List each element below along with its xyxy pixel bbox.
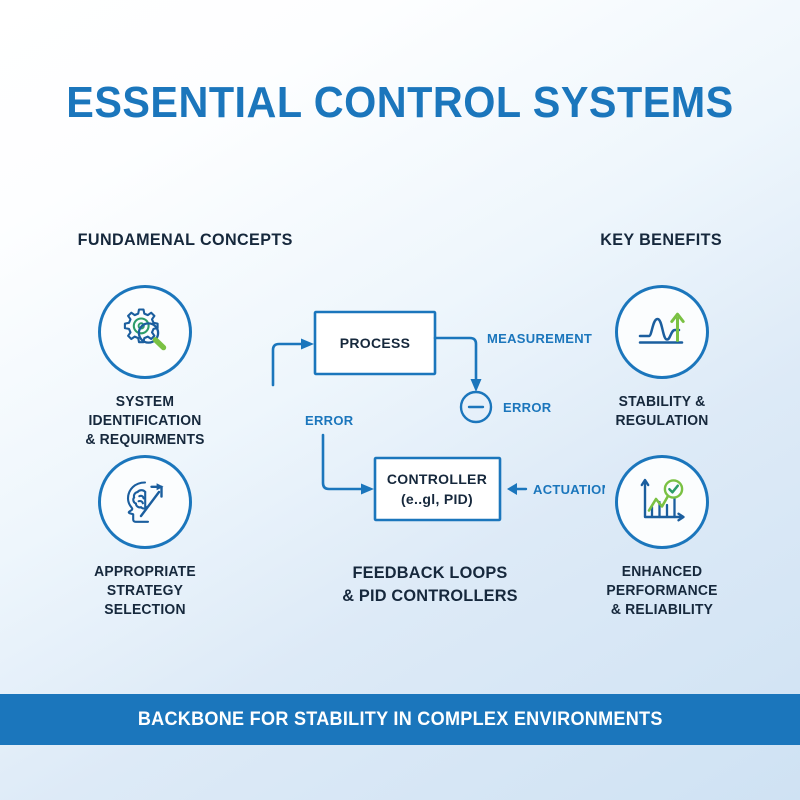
card-label: SYSTEM IDENTIFICATION & REQUIRMENTS: [85, 394, 205, 448]
bar-chart-check-icon: [632, 472, 692, 532]
arrowhead-into-controller: [361, 483, 374, 495]
icon-circle: [98, 285, 192, 379]
settling-wave-uparrow-icon: [632, 302, 692, 362]
controller-block-label-line1: CONTROLLER: [387, 471, 487, 487]
controller-block-label-line2: (e..gl, PID): [401, 491, 473, 507]
benefit-card-enhanced-performance: ENHANCED PERFORMANCE & RELIABILITY: [562, 455, 762, 620]
card-label: ENHANCED PERFORMANCE & RELIABILITY: [606, 564, 718, 618]
error-label-left: ERROR: [305, 413, 354, 428]
process-block: [313, 310, 437, 376]
page-title: ESSENTIAL CONTROL SYSTEMS: [66, 78, 734, 127]
arrowhead-actuation: [507, 483, 517, 495]
arrowhead-into-process: [301, 338, 314, 350]
card-label: APPROPRIATE STRATEGY SELECTION: [94, 564, 196, 618]
error-label-right: ERROR: [503, 400, 552, 415]
card-label: STABILITY & REGULATION: [615, 394, 709, 429]
bottom-banner: BACKBONE FOR STABILITY IN COMPLEX ENVIRO…: [0, 694, 800, 745]
summing-junction: [459, 390, 493, 424]
icon-circle: [98, 455, 192, 549]
process-block-label: PROCESS: [340, 335, 411, 351]
column-header-fundamental-concepts: FUNDAMENAL CONCEPTS: [77, 230, 293, 249]
column-header-key-benefits: KEY BENEFITS: [600, 230, 723, 249]
actuation-label: ACTUATION: [533, 482, 605, 497]
diagram-caption: FEEDBACK LOOPS & PID CONTROLLERS: [342, 563, 518, 605]
control-loop-diagram: PROCESS MEASUREMENT ERROR ERROR CONTROLL…: [255, 295, 605, 545]
concept-card-strategy-selection: APPROPRIATE STRATEGY SELECTION: [45, 455, 245, 620]
icon-circle: [615, 455, 709, 549]
bottom-banner-text: BACKBONE FOR STABILITY IN COMPLEX ENVIRO…: [137, 708, 663, 730]
brain-head-arrow-icon: [115, 472, 175, 532]
icon-circle: [615, 285, 709, 379]
gear-magnifier-icon: [115, 302, 175, 362]
arrowhead-into-summing-junction: [470, 379, 482, 392]
benefit-card-stability-regulation: STABILITY & REGULATION: [562, 285, 762, 431]
concept-card-system-identification: SYSTEM IDENTIFICATION & REQUIRMENTS: [45, 285, 245, 450]
controller-block: [373, 456, 502, 522]
measurement-label: MEASUREMENT: [487, 331, 592, 346]
